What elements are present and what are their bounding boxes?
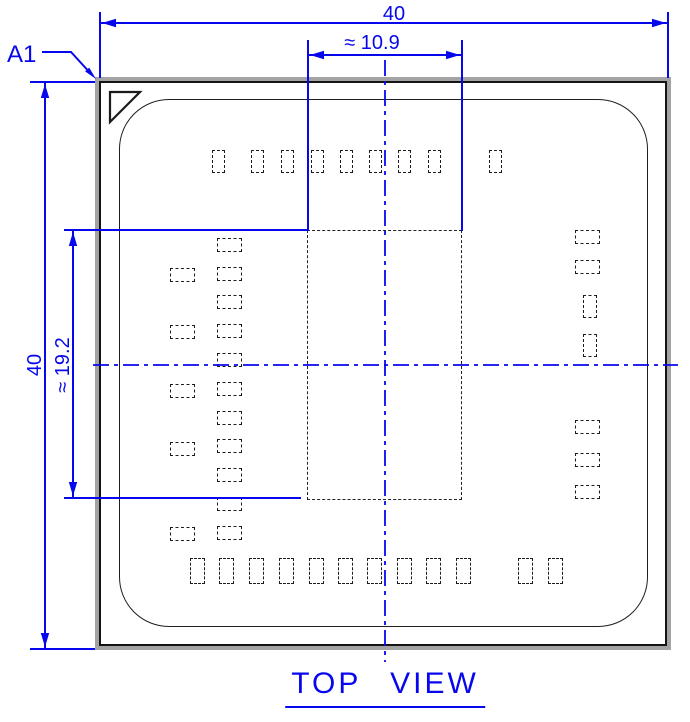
- left-inner-column-pad: [216, 526, 242, 540]
- right-column-wide-pad: [574, 260, 600, 274]
- left-inner-column-pad: [216, 468, 242, 482]
- top-row-pad: [397, 149, 411, 173]
- bottom-row-pad: [248, 558, 264, 584]
- package-mold-body: [119, 99, 648, 627]
- right-column-narrow-pad: [583, 333, 597, 357]
- bottom-row-pad: [455, 558, 471, 584]
- right-column-wide-pad: [574, 420, 600, 434]
- dim-label-pad-height: ≈ 19.2: [52, 337, 74, 392]
- top-row-pad: [211, 149, 225, 173]
- left-inner-column-pad: [216, 382, 242, 396]
- dim-label-pad-width: ≈ 10.9: [344, 32, 399, 54]
- exposed-pad-outline: [307, 230, 462, 500]
- top-row-pad: [368, 149, 382, 173]
- bottom-row-pad: [547, 558, 563, 584]
- right-column-wide-pad: [574, 453, 600, 467]
- a1-leader-arrow-icon: [85, 67, 96, 79]
- bottom-row-pad: [517, 558, 533, 584]
- bottom-row-pad: [218, 558, 234, 584]
- left-outer-column-pad: [169, 442, 195, 456]
- arrow-icon: [310, 50, 324, 60]
- left-inner-column-pad: [216, 497, 242, 511]
- left-inner-column-pad: [216, 238, 242, 252]
- bottom-row-pad: [308, 558, 324, 584]
- arrow-icon: [40, 84, 50, 98]
- arrow-icon: [68, 482, 78, 496]
- left-outer-column-pad: [169, 325, 195, 339]
- right-column-wide-pad: [574, 230, 600, 244]
- top-row-pad: [488, 149, 502, 173]
- left-outer-column-pad: [169, 268, 195, 282]
- top-row-pad: [250, 149, 264, 173]
- left-outer-column-pad: [169, 384, 195, 398]
- top-row-pad: [280, 149, 294, 173]
- bottom-row-pad: [366, 558, 382, 584]
- bottom-row-pad: [189, 558, 205, 584]
- left-inner-column-pad: [216, 411, 242, 425]
- left-inner-column-pad: [216, 324, 242, 338]
- left-outer-column-pad: [169, 527, 195, 541]
- left-inner-column-pad: [216, 267, 242, 281]
- a1-marker-label: A1: [7, 41, 36, 68]
- arrow-icon: [652, 18, 666, 28]
- bottom-row-pad: [278, 558, 294, 584]
- top-row-pad: [310, 149, 324, 173]
- left-inner-column-pad: [216, 439, 242, 453]
- arrow-icon: [40, 633, 50, 647]
- bottom-row-pad: [396, 558, 412, 584]
- right-column-narrow-pad: [583, 294, 597, 318]
- arrow-icon: [446, 50, 460, 60]
- left-inner-column-pad: [216, 295, 242, 309]
- dim-label-overall-height: 40: [24, 354, 46, 376]
- arrow-icon: [68, 232, 78, 246]
- dim-label-overall-width: 40: [383, 3, 405, 25]
- top-row-pad: [427, 149, 441, 173]
- view-title: TOP VIEW: [285, 667, 485, 708]
- top-row-pad: [339, 149, 353, 173]
- arrow-icon: [102, 18, 116, 28]
- a1-leader-line: [42, 51, 93, 76]
- left-inner-column-pad: [216, 353, 242, 367]
- bottom-row-pad: [337, 558, 353, 584]
- right-column-wide-pad: [574, 485, 600, 499]
- bottom-row-pad: [425, 558, 441, 584]
